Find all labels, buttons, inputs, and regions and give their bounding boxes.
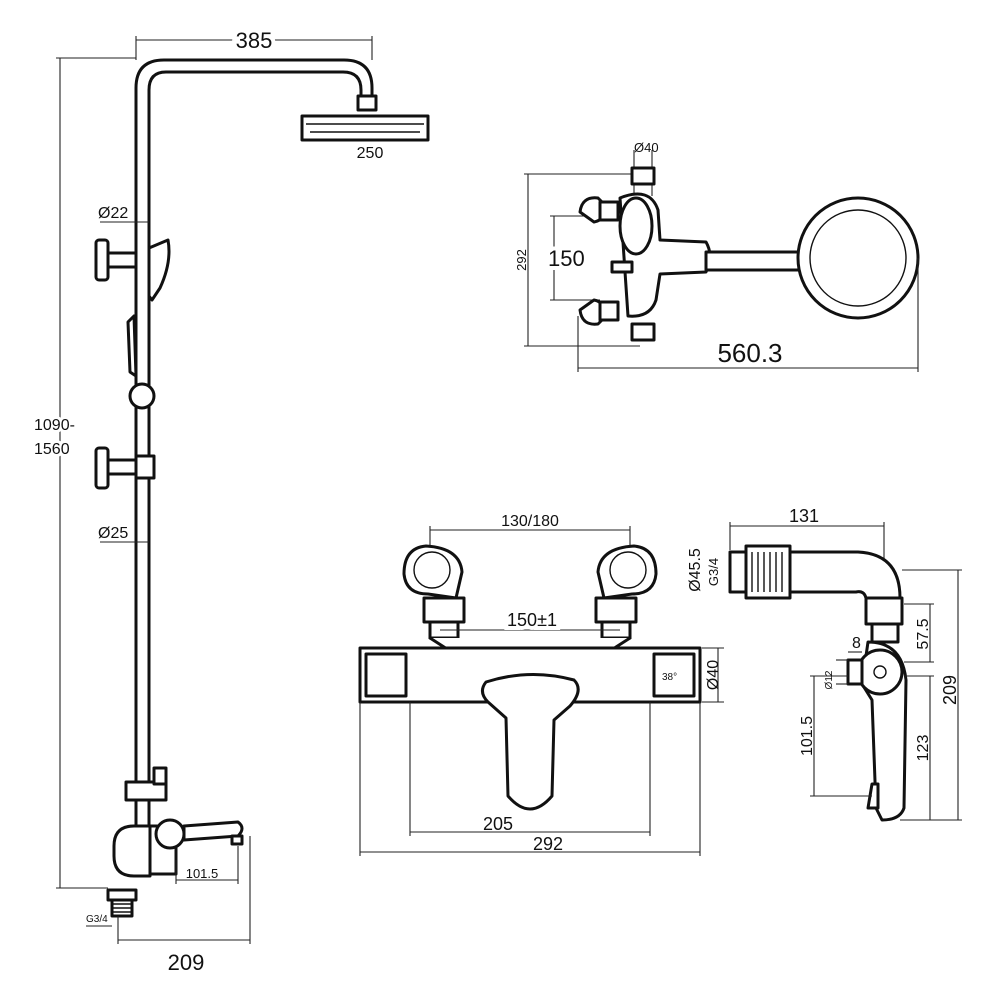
slider-knob: [128, 382, 156, 410]
dim-side-small-diameter: Ø12: [824, 670, 835, 689]
dim-side-elbow-diameter: Ø45.5: [687, 548, 704, 592]
dim-body-diameter-front: Ø40: [705, 660, 722, 690]
riser-rail: [134, 58, 374, 844]
dim-height-range-top: 1090-: [34, 417, 75, 434]
plan-control-knob: [618, 196, 654, 256]
front-elbow-left: [402, 544, 466, 640]
shower-head-connector: [356, 94, 378, 112]
dim-plan-depth: 292: [514, 249, 529, 271]
dim-inlet-thread-left: G3/4: [86, 914, 108, 925]
side-threaded-inlet: [728, 544, 792, 600]
temp-marker: 38°: [662, 672, 677, 683]
plan-valve-lower: [578, 298, 620, 326]
dim-valve-centres: 150±1: [507, 610, 557, 630]
diverter: [124, 766, 168, 802]
hand-shower-icon: [126, 238, 171, 378]
dim-side-thread: G3/4: [706, 558, 721, 586]
upper-wall-bracket: [94, 238, 138, 282]
shower-column-elevation: 385 250 Ø22 Ø25 1090- 1560 101.5 G3/4 20…: [31, 24, 430, 975]
temperature-scale-icon: [364, 652, 408, 698]
dim-head-diameter: 250: [357, 145, 384, 162]
side-view: 131 Ø45.5 G3/4 Ø12 8: [687, 506, 962, 822]
dim-bar-to-wall-left: 209: [168, 950, 205, 975]
mixer-body-side: [112, 818, 244, 878]
dim-spout-offset-left: 101.5: [186, 866, 219, 881]
plan-view: 292 150 Ø40 560.3: [514, 140, 920, 372]
dim-side-flange: 8: [852, 635, 861, 652]
plan-valve-upper: [578, 196, 620, 224]
dim-side-lower-offset: 101.5: [799, 716, 816, 756]
dim-plan-pipe-diameter: Ø40: [634, 140, 659, 155]
dim-riser-diameter-upper: Ø22: [98, 205, 128, 222]
front-spout: [481, 673, 580, 811]
dim-valve-centres-range: 130/180: [501, 513, 559, 530]
dim-height-range-bottom: 1560: [34, 441, 70, 458]
inlet-fitting: [106, 888, 138, 918]
shower-head-icon: [300, 114, 430, 142]
dim-plan-centres: 150: [548, 246, 585, 271]
dim-plan-reach: 560.3: [717, 338, 782, 368]
dim-side-total-height: 209: [940, 675, 960, 705]
dim-side-upper-height: 57.5: [915, 618, 932, 649]
side-elbow: [788, 550, 902, 600]
dim-body-width-inner: 205: [483, 814, 513, 834]
dim-rail-reach: 385: [236, 28, 273, 53]
dim-body-width-total: 292: [533, 834, 563, 854]
front-view: 130/180 150±1 38° Ø40: [358, 513, 724, 856]
dim-side-depth: 131: [789, 506, 819, 526]
dim-side-lower-height: 123: [915, 735, 932, 762]
dim-riser-diameter-lower: Ø25: [98, 525, 128, 542]
flow-scale-icon: [652, 652, 696, 698]
lower-wall-bracket: [94, 446, 156, 490]
front-elbow-right: [594, 544, 658, 640]
plan-shower-head: [796, 196, 920, 320]
